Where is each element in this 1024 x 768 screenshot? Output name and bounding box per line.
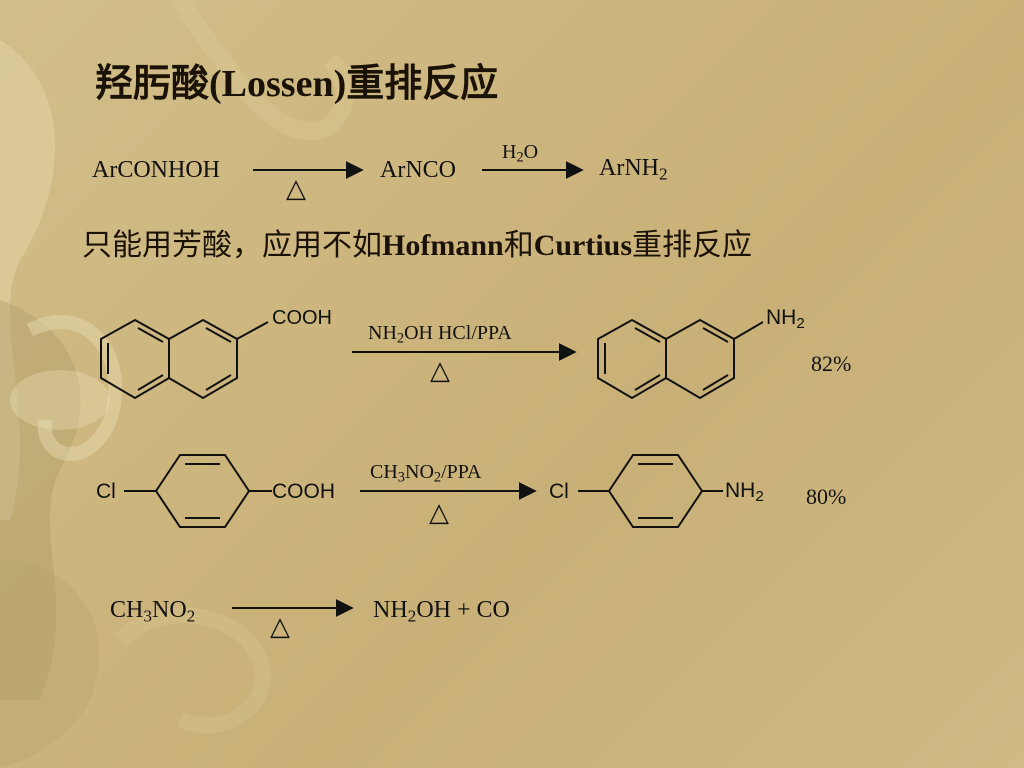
scheme3-reagent-b: NO: [405, 461, 434, 483]
scheme2-reagent: NH2OH HCl/PPA: [368, 322, 512, 346]
scheme2-nh2-sub: 2: [796, 314, 805, 332]
subtitle-part3: 重排反应: [632, 229, 753, 262]
scheme4-product-a-sub: 2: [407, 606, 417, 626]
scheme3-product-cl-label: Cl: [549, 480, 569, 503]
scheme4-reactant: CH3NO2: [110, 597, 196, 626]
scheme4-reactant-a: CH: [110, 597, 144, 623]
scheme1-intermediate: ArNCO: [380, 157, 456, 183]
scheme3-product-nh2-main: NH: [725, 479, 756, 502]
scheme3-cl-label: Cl: [96, 480, 116, 503]
naphthylamine-structure: [597, 318, 764, 400]
scheme1-product-main: ArNH: [599, 155, 659, 181]
scheme4-reactant-a-sub: 3: [143, 606, 152, 626]
scheme3-reagent-c: /PPA: [441, 461, 482, 483]
subtitle-curtius: Curtius: [533, 229, 633, 262]
slide-title: 羟肟酸(Lossen)重排反应: [95, 63, 499, 105]
scheme4-reactant-b: NO: [151, 597, 187, 623]
scheme2-reagent-b: OH HCl/PPA: [404, 322, 512, 344]
subtitle-hofmann: Hofmann: [382, 229, 504, 262]
scheme4-reactant-b-sub: 2: [186, 606, 196, 626]
scheme2-yield: 82%: [811, 351, 852, 376]
scheme1-product: ArNH2: [599, 155, 668, 184]
scheme4-product-b: OH + CO: [416, 597, 510, 623]
scheme3-cooh-label: COOH: [272, 480, 335, 503]
naphthoic-acid-structure: [100, 318, 269, 400]
scheme2-cooh-label: COOH: [272, 307, 332, 329]
scheme1-reagent: H2O: [502, 141, 539, 165]
scheme1-product-sub: 2: [659, 164, 668, 184]
scheme2-reagent-a-sub: 2: [396, 330, 405, 347]
scheme2-heat-symbol: △: [430, 356, 450, 385]
scheme4-heat-symbol: △: [270, 612, 290, 641]
scheme2-nh2-main: NH: [766, 306, 797, 329]
scheme3-heat-symbol: △: [429, 498, 449, 527]
scheme1-reagent-sub: 2: [516, 149, 524, 166]
scheme2-reagent-a: NH: [368, 322, 397, 344]
scheme3-reagent-a-sub: 3: [397, 469, 405, 486]
scheme3-reagent-b-sub: 2: [433, 469, 442, 486]
scheme2-nh2-label: NH2: [766, 306, 805, 331]
scheme3-product-nh2-sub: 2: [755, 487, 764, 505]
scheme1-reactant: ArCONHOH: [92, 157, 220, 183]
chloroaniline-structure: [578, 454, 723, 528]
scheme1-reagent-main: H: [502, 141, 517, 163]
scheme4-product: NH2OH + CO: [373, 597, 510, 626]
scheme3-product-nh2-label: NH2: [725, 479, 764, 504]
scheme3-reagent-a: CH: [370, 461, 398, 483]
scheme4-product-a: NH: [373, 597, 408, 623]
scheme3-yield: 80%: [806, 484, 847, 509]
subtitle-part1: 只能用芳酸，应用不如: [82, 229, 382, 262]
scheme1-reagent-tail: O: [523, 141, 539, 163]
chlorobenzoic-acid-structure: [124, 454, 272, 528]
scheme3-reagent: CH3NO2/PPA: [370, 461, 482, 485]
subtitle-part2: 和: [503, 229, 534, 262]
slide-subtitle: 只能用芳酸，应用不如Hofmann和Curtius重排反应: [82, 220, 752, 264]
scheme1-heat-symbol: △: [286, 174, 306, 203]
